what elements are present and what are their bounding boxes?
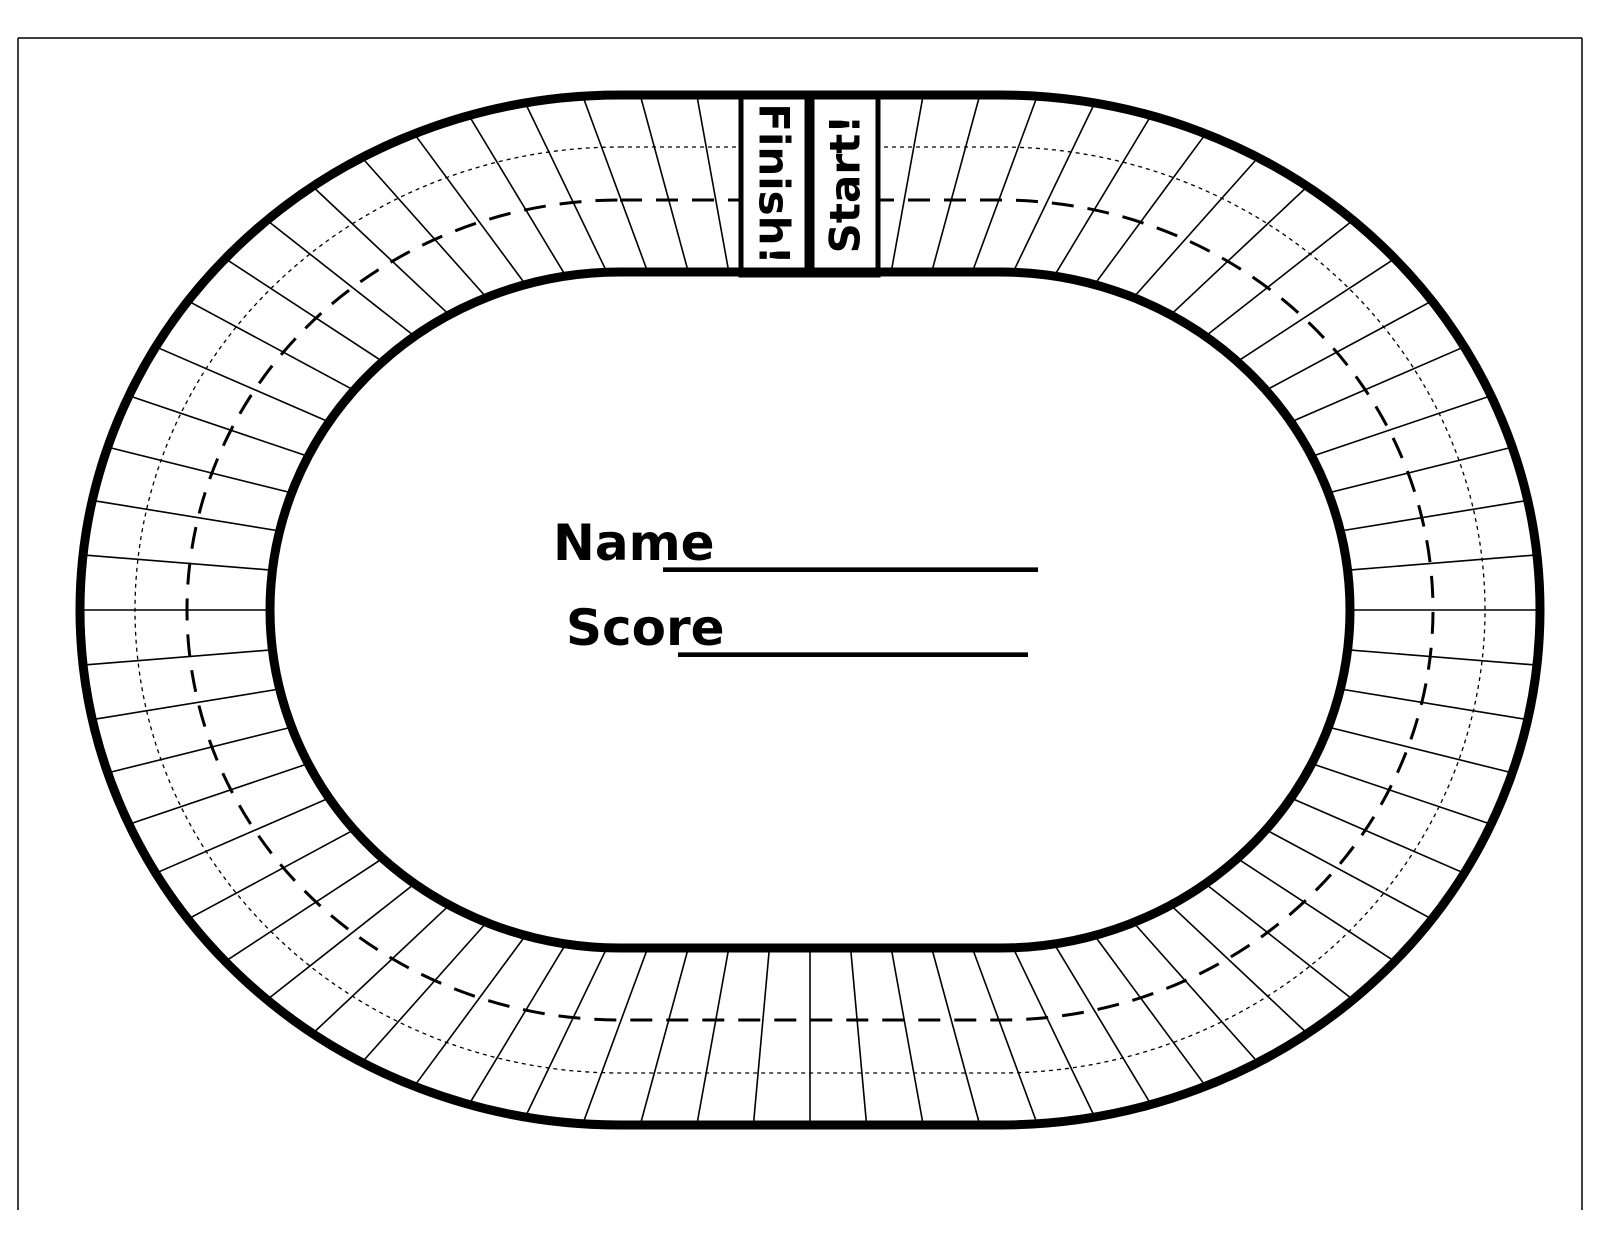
track-space-divider [1053,115,1152,277]
track-space-dividers [80,94,1540,1126]
track-space-divider [1347,649,1537,666]
track-space-divider [1328,446,1513,494]
track-space-divider [128,394,309,458]
track-space-divider [1311,762,1492,826]
track-space-divider [266,883,416,1001]
track-space-divider [971,95,1038,273]
start-finish-area: Finish! Start! [738,91,881,278]
track-space-divider [155,797,330,874]
track-space-divider [1236,257,1396,363]
score-label[interactable]: Score [566,599,725,657]
track-space-divider [1093,935,1207,1087]
start-label: Start! [821,115,870,254]
track-space-divider [1012,102,1096,273]
track-space-divider [107,726,292,774]
track-space-divider [1265,828,1433,920]
track-space-divider [930,94,981,273]
track-outer-boundary [75,90,1545,1130]
track-space-divider [468,115,567,277]
track-space-divider [1236,857,1396,963]
track-space-divider [312,904,450,1035]
track-space-divider [849,947,868,1126]
track-space-divider [639,947,690,1126]
track-space-divider [971,947,1038,1125]
track-space-divider [1093,133,1207,285]
track-space-divider [92,499,280,532]
track-dashed-lane-line [185,198,1435,1022]
track-space-divider [639,94,690,273]
track-space-divider [468,943,567,1105]
track-space-divider [1328,726,1513,774]
track-space-divider [128,762,309,826]
name-blank-line[interactable]: _______________ [663,514,1038,572]
track-space-divider [413,133,527,285]
track-space-divider [107,446,292,494]
track-space-divider [155,346,330,423]
track-space-divider [1347,554,1537,571]
track-space-divider [224,257,384,363]
track-space-divider [890,94,924,273]
track-space-divider [582,947,649,1125]
track-space-divider [752,947,771,1126]
track-space-divider [1012,947,1096,1118]
track-space-divider [1340,688,1528,721]
track-space-divider [1204,219,1354,337]
track-space-divider [92,688,280,721]
track-space-divider [696,94,730,273]
track-space-divider [83,649,273,666]
track-space-divider [1311,394,1492,458]
track-space-divider [413,935,527,1087]
player-info-area: Name _______________ Score _____________… [553,514,1038,657]
track-space-divider [1204,883,1354,1001]
name-label[interactable]: Name [553,514,715,572]
track-space-divider [1290,797,1465,874]
track-space-divider [1053,943,1152,1105]
track-space-divider [83,554,273,571]
track-space-divider [224,857,384,963]
track-space-divider [187,300,355,392]
track-space-divider [187,828,355,920]
track-space-divider [930,947,981,1126]
track-space-divider [266,219,416,337]
track-space-divider [1290,346,1465,423]
track-space-divider [1132,157,1259,299]
track-space-divider [1132,921,1259,1063]
finish-label: Finish! [750,103,799,264]
track-space-divider [524,947,608,1118]
score-blank-line[interactable]: ______________ [678,599,1028,657]
track-space-divider [696,947,730,1126]
track-space-divider [524,102,608,273]
track-space-divider [312,185,450,316]
track-space-divider [1170,904,1308,1035]
track-inner-boundary [265,267,1355,953]
track-space-divider [890,947,924,1126]
track-space-divider [1340,499,1528,532]
track-space-divider [361,157,488,299]
track-space-divider [582,95,649,273]
track-space-divider [1265,300,1433,392]
track-space-divider [361,921,488,1063]
track-space-divider [1170,185,1308,316]
